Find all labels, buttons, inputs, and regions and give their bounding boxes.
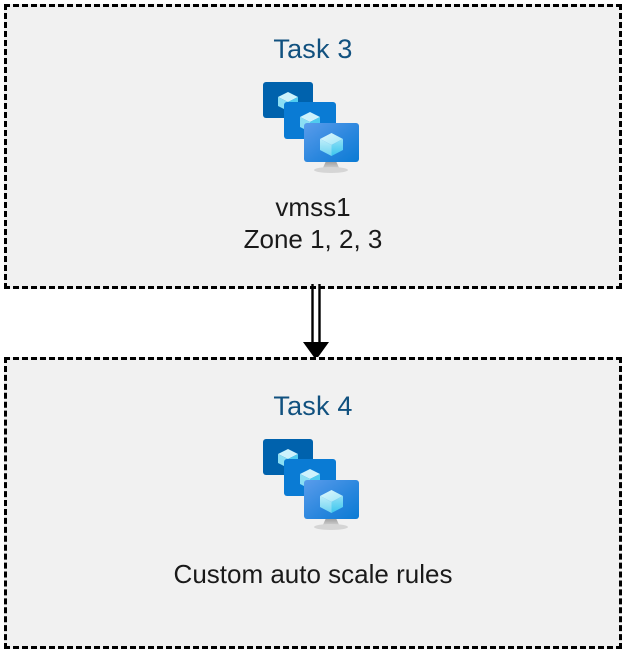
task3-caption-line-2: Zone 1, 2, 3	[243, 224, 383, 254]
task3-icon-wrapper	[258, 77, 368, 177]
task-box-task3[interactable]: Task 3	[4, 4, 622, 289]
task3-captions: vmss1 Zone 1, 2, 3	[244, 191, 383, 255]
task3-title: Task 3	[273, 34, 353, 64]
azure-vm-scale-set-icon	[263, 439, 359, 530]
task-box-task4[interactable]: Task 4	[4, 357, 622, 649]
monitor-front	[304, 480, 359, 519]
monitor-stand	[314, 161, 348, 173]
connector-arrow-task3-to-task4	[303, 284, 329, 360]
azure-vm-scale-set-icon	[263, 82, 359, 173]
task4-title: Task 4	[273, 391, 353, 421]
task3-caption-line-1: vmss1	[275, 192, 351, 222]
monitor-stand	[314, 518, 348, 530]
cube-front	[320, 133, 343, 156]
cube-front	[320, 490, 343, 513]
task4-caption-line-1: Custom auto scale rules	[173, 559, 453, 589]
task4-captions: Custom auto scale rules	[174, 558, 453, 590]
arrow-head	[303, 342, 329, 360]
monitor-front	[304, 123, 359, 162]
task4-icon-wrapper	[258, 434, 368, 534]
